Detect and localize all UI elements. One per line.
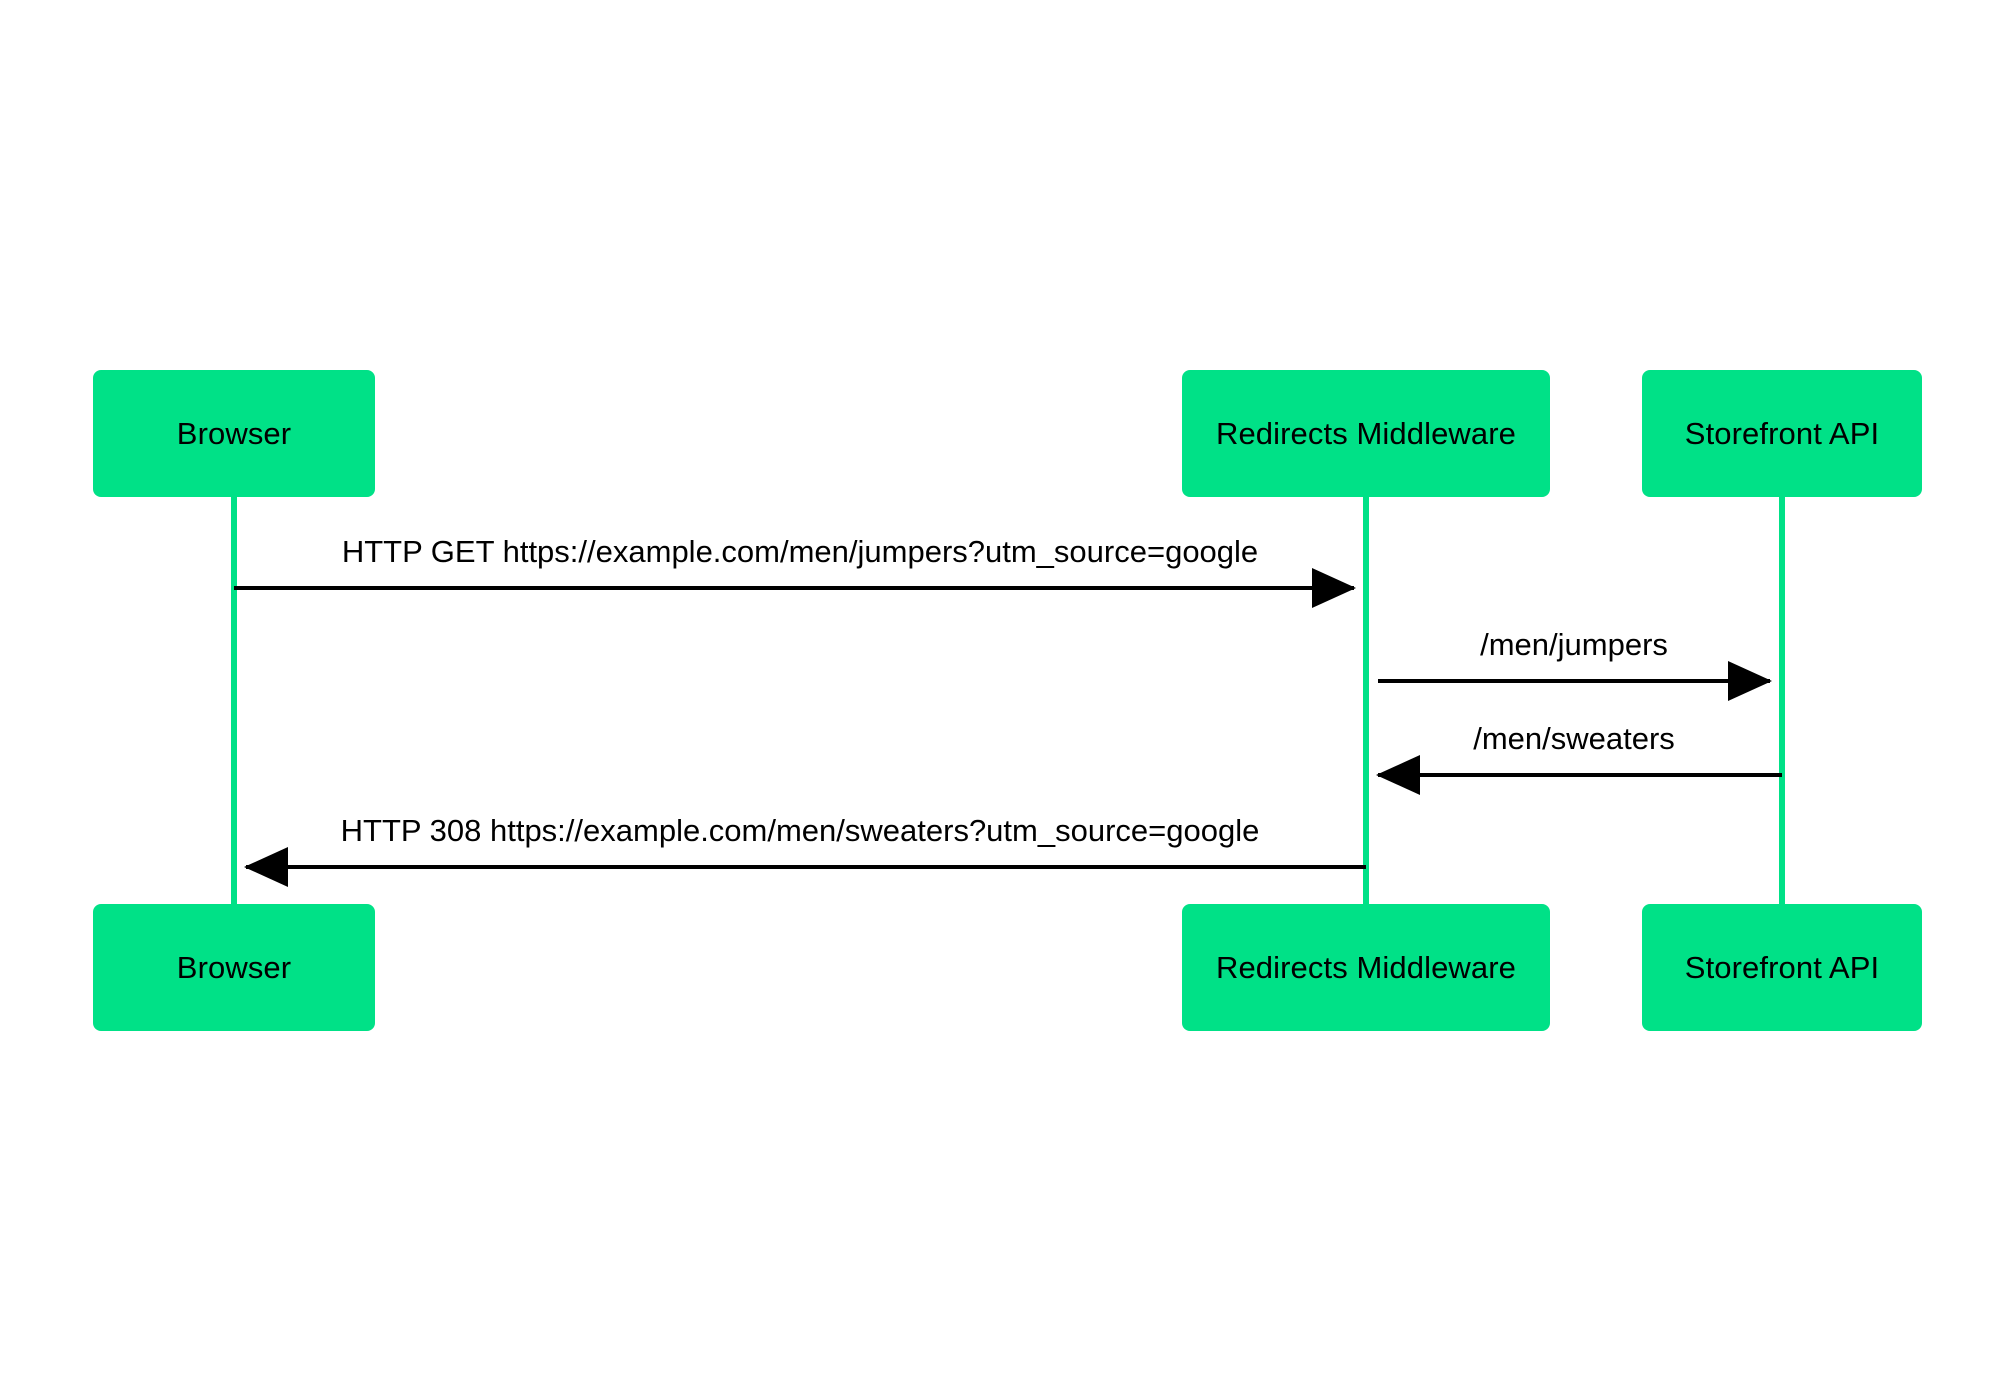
message-label-1: HTTP GET https://example.com/men/jumpers… xyxy=(341,534,1259,569)
actor-box-browser-top[interactable]: Browser xyxy=(93,370,375,497)
actor-box-redirects-middleware-bottom[interactable]: Redirects Middleware xyxy=(1182,904,1550,1031)
actor-label-redirects-middleware-top: Redirects Middleware xyxy=(1215,415,1517,451)
actor-label-browser-bottom: Browser xyxy=(176,949,292,985)
actor-box-browser-bottom[interactable]: Browser xyxy=(93,904,375,1031)
actor-label-redirects-middleware-bottom: Redirects Middleware xyxy=(1215,949,1517,985)
actor-label-storefront-api-bottom: Storefront API xyxy=(1684,949,1880,985)
lifelines-group xyxy=(231,497,1785,906)
message-arrows-group xyxy=(234,568,1782,887)
message-label-4: HTTP 308 https://example.com/men/sweater… xyxy=(340,813,1260,848)
actor-box-storefront-api-bottom[interactable]: Storefront API xyxy=(1642,904,1922,1031)
actor-box-redirects-middleware-top[interactable]: Redirects Middleware xyxy=(1182,370,1550,497)
actor-label-storefront-api-top: Storefront API xyxy=(1684,415,1880,451)
message-label-3: /men/sweaters xyxy=(1473,721,1675,756)
message-label-2: /men/jumpers xyxy=(1480,627,1668,662)
actor-box-storefront-api-top[interactable]: Storefront API xyxy=(1642,370,1922,497)
actor-label-browser-top: Browser xyxy=(176,415,292,451)
